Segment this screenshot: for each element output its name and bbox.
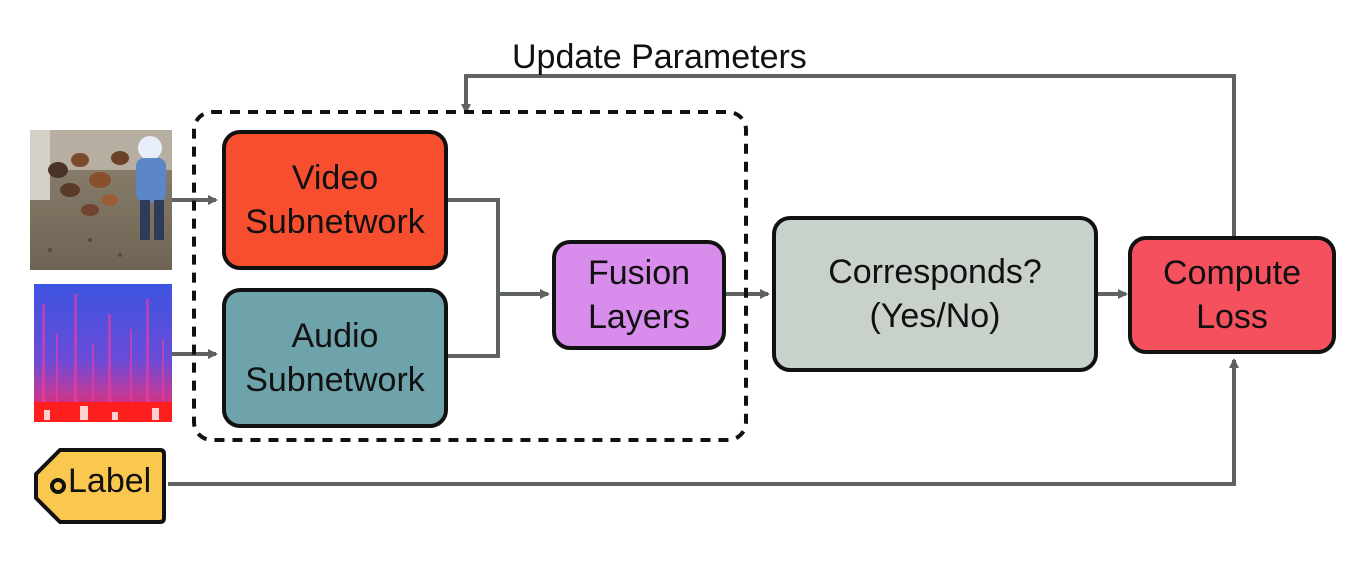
- label-tag-icon: [34, 448, 166, 524]
- trainable-network-enclosure: [192, 110, 748, 442]
- audio-subnetwork-label: Audio Subnetwork: [245, 317, 425, 399]
- corresponds-box: Corresponds? (Yes/No): [772, 216, 1098, 372]
- connector-audio-fusion: [446, 294, 500, 358]
- corresponds-label: Corresponds? (Yes/No): [828, 253, 1042, 335]
- connector-video-fusion: [446, 198, 500, 294]
- arrow-update-parameters: [461, 74, 1236, 236]
- fusion-layers-label: Fusion Layers: [587, 254, 691, 336]
- fusion-layers-box: Fusion Layers: [552, 240, 726, 350]
- label-tag-text: Label: [68, 462, 152, 500]
- compute-loss-label: Compute Loss: [1163, 254, 1301, 336]
- audio-spectrogram-image: [34, 284, 172, 422]
- update-parameters-label: Update Parameters: [512, 38, 807, 76]
- arrow-label-loss: [168, 358, 1239, 486]
- video-subnetwork-label: Video Subnetwork: [245, 159, 425, 241]
- audio-subnetwork-box: Audio Subnetwork: [222, 288, 448, 428]
- video-frame-image: [30, 130, 172, 270]
- compute-loss-box: Compute Loss: [1128, 236, 1336, 354]
- video-subnetwork-box: Video Subnetwork: [222, 130, 448, 270]
